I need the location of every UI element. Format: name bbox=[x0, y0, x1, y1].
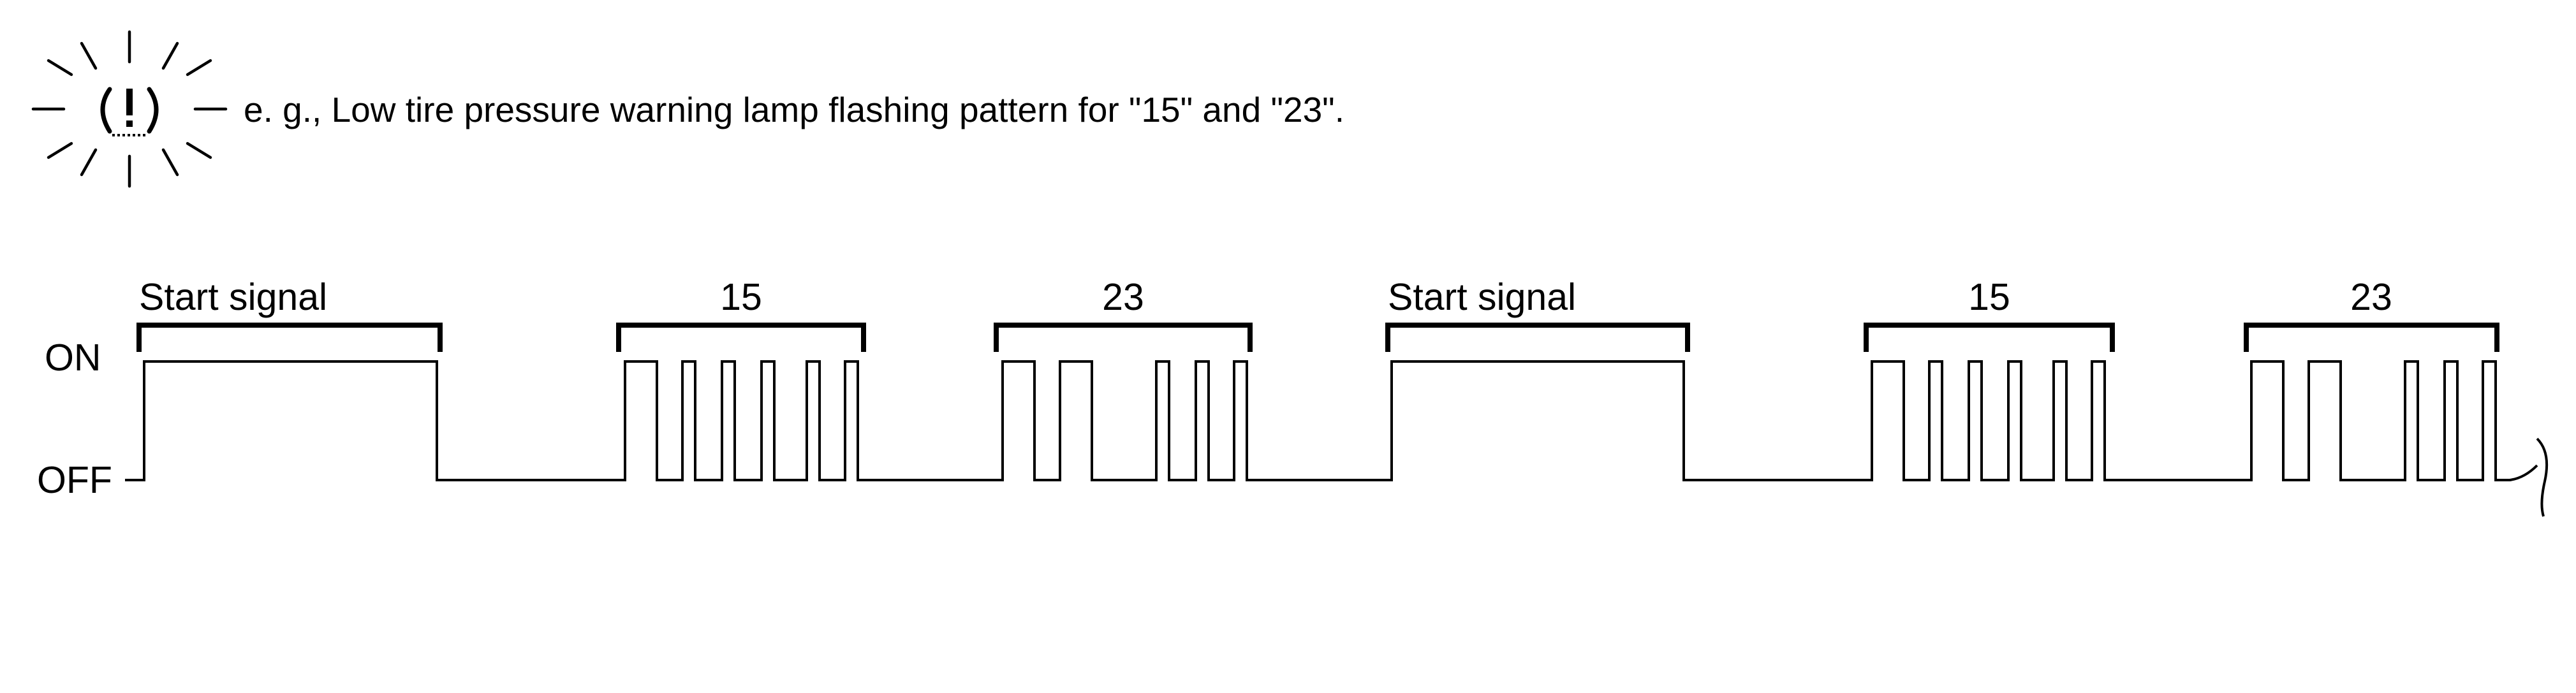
segment-label: 15 bbox=[720, 276, 762, 318]
on-level-label: ON bbox=[45, 337, 101, 379]
continuation-mark bbox=[2536, 437, 2549, 517]
segment-brackets bbox=[136, 323, 2499, 352]
flash-waveform bbox=[125, 360, 2538, 481]
diagram-caption: e. g., Low tire pressure warning lamp fl… bbox=[244, 90, 1344, 129]
segment-bracket bbox=[1385, 323, 1690, 352]
segment-label: 23 bbox=[1102, 276, 1144, 318]
off-level-label: OFF bbox=[37, 459, 112, 501]
segment-bracket bbox=[1864, 323, 2115, 352]
segment-bracket bbox=[2244, 323, 2499, 352]
segment-bracket bbox=[616, 323, 866, 352]
tire-symbol bbox=[100, 87, 159, 136]
segment-label: Start signal bbox=[1388, 276, 1576, 318]
segment-label: 23 bbox=[2350, 276, 2392, 318]
segment-bracket bbox=[994, 323, 1253, 352]
flash-rays bbox=[31, 30, 228, 188]
segment-bracket bbox=[136, 323, 443, 352]
segment-label: Start signal bbox=[139, 276, 327, 318]
tire-pressure-warning-lamp-icon bbox=[31, 30, 228, 188]
segment-labels: Start signal 15 23 Start signal 15 23 bbox=[139, 276, 2392, 318]
segment-label: 15 bbox=[1968, 276, 2010, 318]
